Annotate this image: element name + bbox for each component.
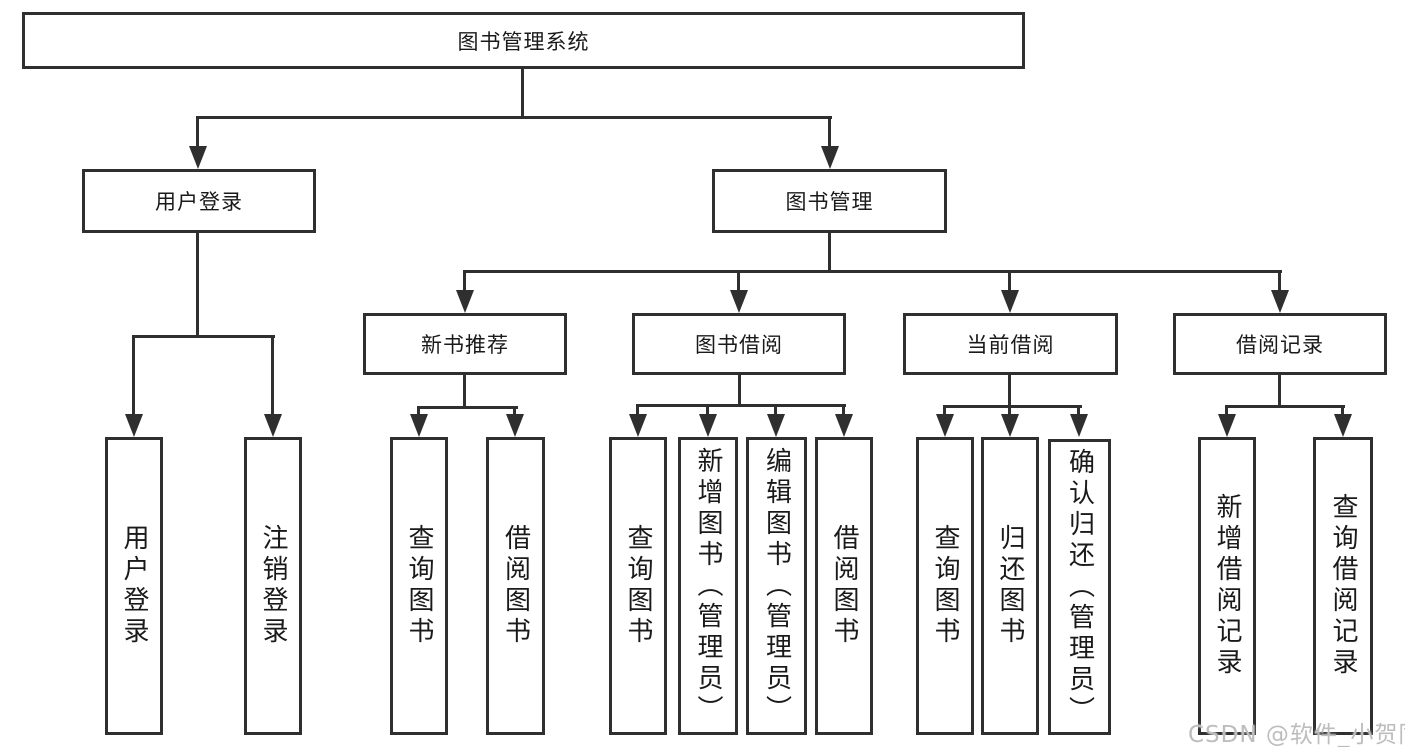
leaf-label: 查询借阅记录 — [1328, 493, 1358, 679]
leaf-cb-query-books: 查询图书 — [916, 437, 974, 735]
leaf-logout: 注销登录 — [244, 437, 302, 735]
connector-line — [1278, 271, 1281, 293]
leaf-bb-add-books-admin: 新增图书（管理员） — [678, 437, 738, 735]
connector-line — [521, 69, 524, 118]
leaf-label: 用户登录 — [119, 524, 149, 648]
arrowhead-down-icon — [125, 414, 143, 437]
arrowhead-down-icon — [506, 414, 524, 437]
leaf-label: 编辑图书（管理员） — [761, 446, 792, 726]
arrowhead-down-icon — [699, 414, 717, 437]
leaf-bb-borrow-books: 借阅图书 — [815, 437, 873, 735]
node-label: 借阅记录 — [1236, 333, 1324, 357]
node-label: 图书管理 — [785, 190, 874, 214]
node-borrow-records: 借阅记录 — [1173, 313, 1387, 375]
connector-line — [1008, 271, 1011, 293]
arrowhead-down-icon — [835, 414, 853, 437]
connector-line — [1341, 407, 1344, 416]
arrowhead-down-icon — [1001, 414, 1019, 437]
watermark: CSDN @软件_小贺同学 — [1188, 722, 1405, 747]
leaf-nbr-borrow-books: 借阅图书 — [486, 437, 545, 735]
leaf-label: 新增借阅记录 — [1212, 493, 1242, 679]
arrowhead-down-icon — [264, 414, 282, 437]
leaf-bb-query-books: 查询图书 — [609, 437, 667, 735]
leaf-label: 注销登录 — [258, 524, 288, 648]
leaf-label: 归还图书 — [995, 524, 1025, 648]
connector-line — [1225, 405, 1345, 408]
connector-line — [774, 405, 777, 416]
connector-line — [738, 375, 741, 407]
connector-line — [417, 406, 518, 409]
connector-line — [1008, 375, 1011, 408]
connector-line — [271, 336, 274, 416]
connector-line — [737, 271, 740, 293]
connector-line — [828, 118, 831, 150]
connector-line — [1077, 407, 1080, 416]
leaf-label: 查询图书 — [930, 524, 960, 648]
node-label: 新书推荐 — [421, 333, 509, 357]
connector-line — [196, 118, 199, 150]
connector-line — [943, 405, 1082, 408]
leaf-label: 查询图书 — [623, 524, 653, 648]
connector-line — [463, 270, 1282, 273]
node-root: 图书管理系统 — [22, 12, 1025, 69]
connector-line — [1278, 375, 1281, 408]
connector-line — [706, 405, 709, 416]
node-label: 图书借阅 — [695, 333, 783, 357]
leaf-label: 新增图书（管理员） — [693, 446, 723, 726]
leaf-br-query-record: 查询借阅记录 — [1313, 437, 1373, 735]
connector-line — [1008, 407, 1011, 416]
node-user-login: 用户登录 — [82, 169, 316, 233]
arrowhead-down-icon — [629, 414, 647, 437]
arrowhead-down-icon — [456, 290, 474, 313]
leaf-cb-confirm-return-admin: 确认归还（管理员） — [1048, 439, 1111, 735]
leaf-bb-edit-books-admin: 编辑图书（管理员） — [746, 437, 807, 735]
connector-line — [513, 408, 516, 417]
connector-line — [828, 233, 831, 273]
connector-line — [417, 408, 420, 417]
connector-line — [463, 271, 466, 293]
leaf-cb-return-books: 归还图书 — [981, 437, 1039, 735]
arrowhead-down-icon — [189, 146, 207, 169]
leaf-label: 借阅图书 — [500, 524, 531, 648]
connector-line — [943, 407, 946, 416]
node-new-book-rec: 新书推荐 — [363, 313, 567, 375]
arrowhead-down-icon — [821, 146, 839, 169]
connector-line — [1225, 407, 1228, 416]
arrowhead-down-icon — [1070, 414, 1088, 437]
node-label: 当前借阅 — [966, 333, 1055, 357]
connector-line — [842, 405, 845, 416]
node-book-borrow: 图书借阅 — [632, 313, 846, 375]
leaf-label: 查询图书 — [404, 524, 434, 648]
leaf-label: 确认归还（管理员） — [1064, 447, 1095, 727]
connector-line — [132, 335, 275, 338]
arrowhead-down-icon — [1001, 290, 1019, 313]
node-label: 用户登录 — [155, 190, 243, 214]
arrowhead-down-icon — [936, 414, 954, 437]
node-current-borrow: 当前借阅 — [903, 313, 1118, 375]
node-book-mgmt: 图书管理 — [712, 169, 947, 233]
connector-line — [636, 404, 846, 407]
arrowhead-down-icon — [767, 414, 785, 437]
arrowhead-down-icon — [1218, 414, 1236, 437]
connector-line — [132, 336, 135, 416]
leaf-user-login: 用户登录 — [105, 437, 163, 735]
connector-line — [636, 405, 639, 416]
leaf-nbr-query-books: 查询图书 — [390, 437, 448, 735]
connector-line — [196, 116, 832, 119]
arrowhead-down-icon — [1271, 290, 1289, 313]
connector-line — [196, 233, 199, 338]
connector-line — [463, 375, 466, 409]
leaf-br-add-record: 新增借阅记录 — [1198, 437, 1256, 735]
arrowhead-down-icon — [730, 290, 748, 313]
leaf-label: 借阅图书 — [829, 524, 859, 648]
arrowhead-down-icon — [410, 414, 428, 437]
node-root-label: 图书管理系统 — [457, 29, 590, 54]
arrowhead-down-icon — [1334, 414, 1352, 437]
